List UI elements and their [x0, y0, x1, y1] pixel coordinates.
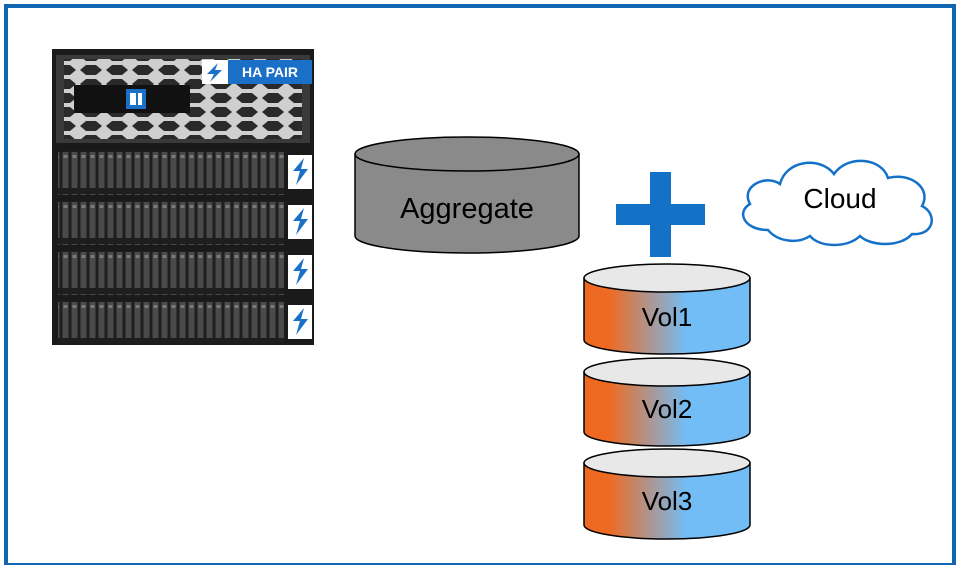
- lightning-icon: [293, 308, 308, 335]
- aggregate-label: Aggregate: [400, 193, 534, 225]
- plus-icon: [616, 172, 705, 257]
- ha-pair-badge: HA PAIR: [202, 60, 312, 84]
- disk-shelf: [58, 251, 312, 295]
- volume-cylinder: Vol2: [583, 357, 751, 447]
- volume-label: Vol1: [642, 302, 693, 332]
- volume-label: Vol2: [642, 394, 693, 424]
- volume-cylinder: Vol3: [583, 448, 751, 540]
- volume-label: Vol3: [642, 486, 693, 516]
- volume-cylinder: Vol1: [583, 263, 751, 355]
- storage-system: HA PAIR: [52, 49, 314, 345]
- ha-pair-label: HA PAIR: [242, 64, 298, 80]
- disk-shelf: [58, 201, 312, 245]
- lightning-icon: [207, 63, 222, 82]
- disk-shelves: [58, 151, 312, 343]
- disk-shelf: [58, 301, 312, 343]
- aggregate-cylinder: Aggregate: [354, 136, 580, 254]
- lightning-icon: [293, 158, 308, 185]
- lightning-icon: [293, 208, 308, 235]
- cloud-label: Cloud: [803, 183, 876, 214]
- disk-shelf: [58, 151, 312, 195]
- diagram-frame: HA PAIR: [4, 4, 956, 565]
- lightning-icon: [293, 258, 308, 285]
- cloud-shape: Cloud: [741, 159, 933, 247]
- diagram-canvas: HA PAIR: [52, 49, 933, 540]
